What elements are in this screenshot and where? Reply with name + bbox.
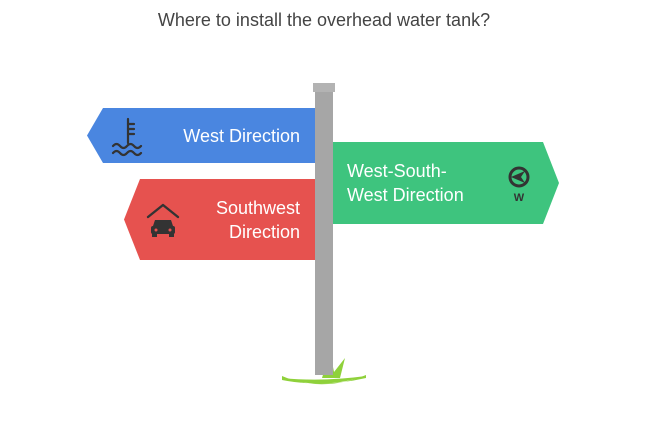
sign-west-direction-label: West Direction	[183, 126, 300, 146]
signpost-pole-cap	[313, 83, 335, 92]
sign-west-south-west-direction	[333, 142, 559, 224]
sign-west-direction	[87, 108, 315, 163]
page-title: Where to install the overhead water tank…	[157, 10, 491, 30]
sign-west-south-west-label: West-South- West Direction	[347, 161, 464, 205]
compass-west-icon: W	[508, 166, 530, 204]
water-level-icon	[111, 117, 143, 157]
sign-southwest-direction-label: Southwest Direction	[215, 198, 300, 242]
sign-southwest-direction	[124, 179, 315, 260]
compass-letter: W	[514, 192, 525, 204]
signpost-pole	[315, 90, 333, 375]
garage-car-icon	[146, 203, 180, 237]
